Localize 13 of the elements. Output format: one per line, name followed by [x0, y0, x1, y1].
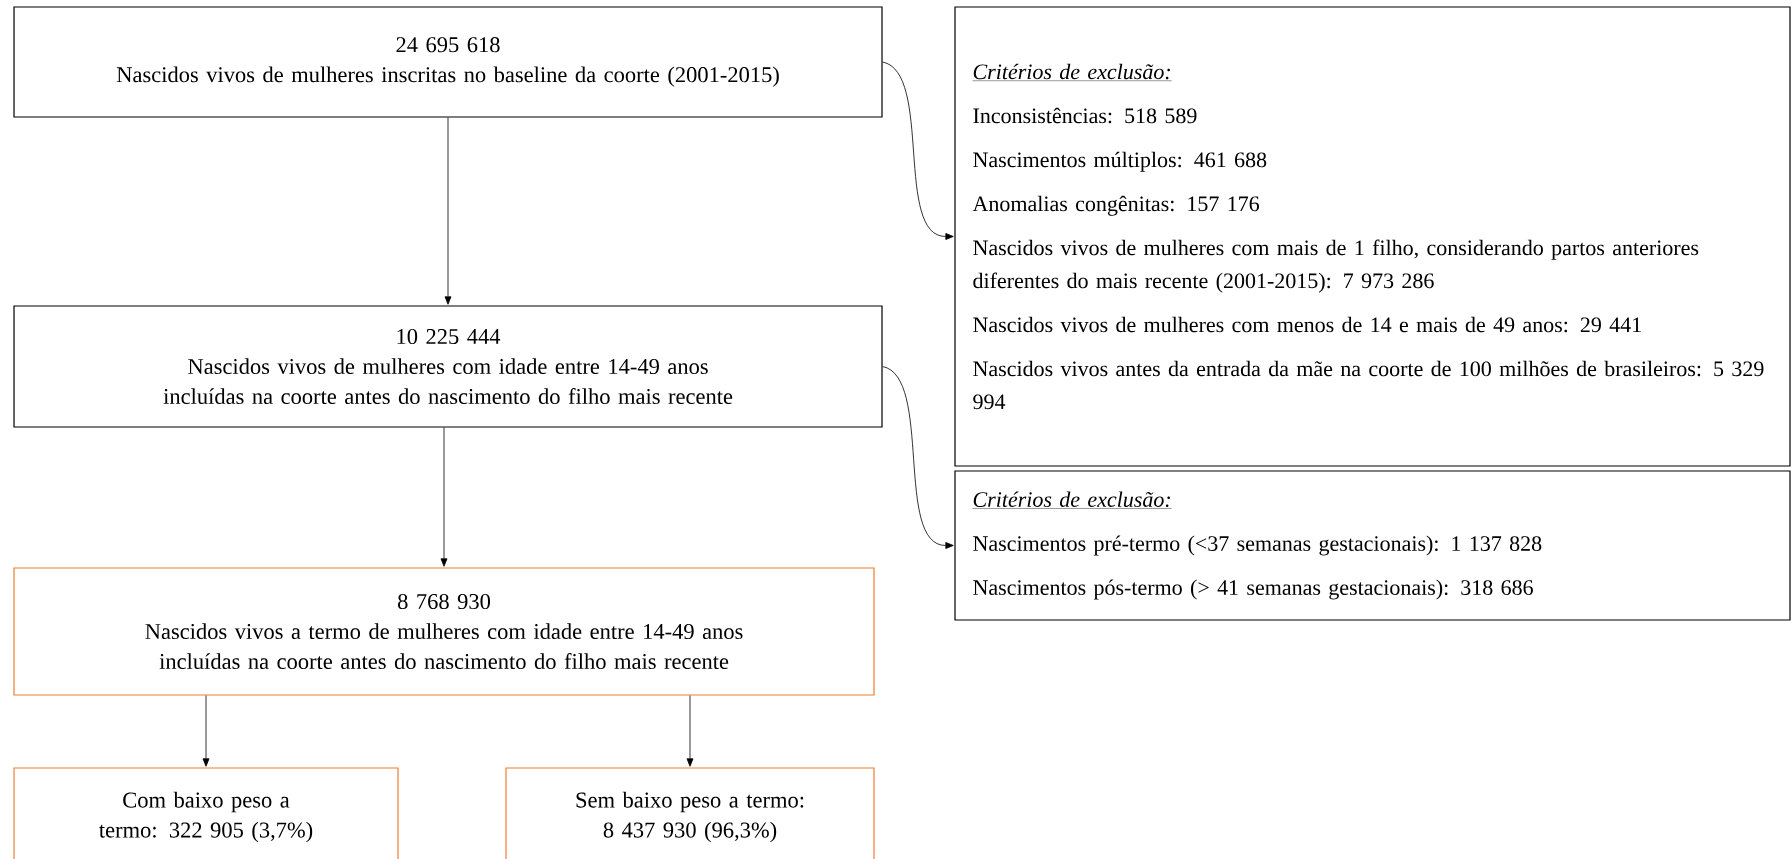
arrow [440, 427, 448, 567]
arrow [202, 695, 210, 767]
process-box: 24 695 618 Nascidos vivos de mulheres inscritas no baseline da coorte (2001-2015) [13, 6, 883, 118]
process-box: Sem baixo peso a termo: 8 437 930 (96,3%) [505, 767, 875, 859]
arrow [444, 117, 452, 305]
arrow [882, 61, 954, 240]
process-box: 8 768 930 Nascidos vivos a termo de mulheres com idade entre 14-49 anos incluídas na coorte antes do nascimento do filho mais recente [13, 567, 875, 696]
process-box: 10 225 444 Nascidos vivos de mulheres com idade entre 14-49 anos incluídas na coorte antes do nascimento do filho mais recente [13, 305, 883, 428]
arrow [686, 695, 694, 767]
process-box: Com baixo peso a termo: 322 905 (3,7%) [13, 767, 399, 859]
exclusion-criteria-box: Critérios de exclusão: Inconsistências: 518 589 Nascimentos múltiplos: 461 688 Anomalias congênitas: 157 176 Nascidos vivos de mulheres com mais de 1 filho, considerando partos anteriores diferentes do mais recente (2001-2015): 7 973 286 Nascidos vivos de mulheres com menos de 14 e mais de 49 anos: 29 441 Nascidos vivos antes da entrada da mãe na coorte de 100 milhões de brasileiros: 5 329 994 [954, 6, 1791, 467]
exclusion-criteria-box: Critérios de exclusão: Nascimentos pré-termo (<37 semanas gestacionais): 1 137 828 Nascimentos pós-termo (> 41 semanas gestacionais): 318 686 [954, 470, 1791, 621]
arrow [882, 366, 954, 549]
